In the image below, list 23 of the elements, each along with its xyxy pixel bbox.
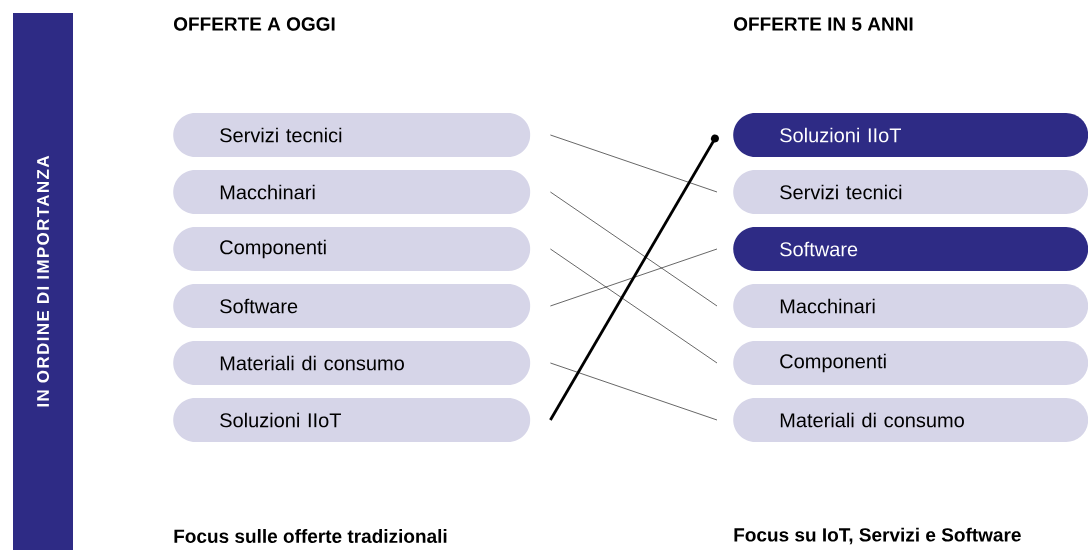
item-pill: Macchinari <box>173 170 531 214</box>
connector-line <box>550 248 718 307</box>
item-pill: Macchinari <box>733 284 1088 328</box>
item-pill: Soluzioni IIoT <box>733 113 1088 157</box>
item-pill: Componenti <box>733 341 1088 385</box>
item-pill: Materiali di consumo <box>733 398 1088 442</box>
column-heading: OFFERTE IN 5 ANNI <box>734 17 913 31</box>
item-pill: Software <box>733 227 1088 271</box>
item-pill: Software <box>173 284 531 328</box>
item-pill: Materiali di consumo <box>173 341 531 385</box>
item-pill: Servizi tecnici <box>733 170 1088 214</box>
column-heading: OFFERTE A OGGI <box>174 17 335 31</box>
footer-note: Focus su IoT, Servizi e Software <box>734 527 1021 545</box>
connector-line <box>550 362 718 421</box>
footer-note: Focus sulle offerte tradizionali <box>174 529 447 543</box>
item-pill: Servizi tecnici <box>173 113 531 157</box>
connector-line <box>550 134 718 193</box>
side-band: IN ORDINE DI IMPORTANZA <box>13 13 73 550</box>
connector-line <box>549 134 719 421</box>
item-pill: Componenti <box>173 227 531 271</box>
connector-line <box>550 191 718 307</box>
connector-line <box>550 248 718 364</box>
item-pill: Soluzioni IIoT <box>173 398 531 442</box>
